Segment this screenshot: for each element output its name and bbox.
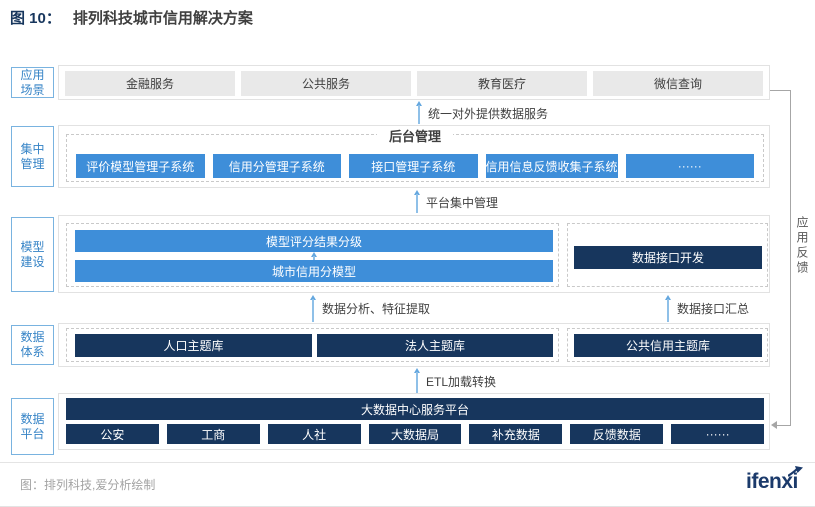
source-box-feedback-data: 反馈数据	[570, 424, 664, 444]
ifenxi-logo-text: ifenxi	[746, 470, 798, 493]
scenario-box-public: 公共服务	[241, 71, 411, 96]
section-central-management: 后台管理 评价模型管理子系统 信用分管理子系统 接口管理子系统 信用信息反馈收集…	[58, 125, 770, 188]
source-box-police: 公安	[66, 424, 159, 444]
subsystem-feedback-collect: 信用信息反馈收集子系统	[485, 154, 618, 178]
side-label-line: 数据	[20, 330, 45, 344]
footer-divider	[0, 462, 815, 463]
model-group: 模型评分结果分级 城市信用分模型	[66, 223, 559, 287]
subsystem-row: 评价模型管理子系统 信用分管理子系统 接口管理子系统 信用信息反馈收集子系统 ·…	[67, 135, 763, 184]
source-box-supplement-data: 补充数据	[469, 424, 563, 444]
arrow-line	[312, 299, 314, 322]
section-model-building: 模型评分结果分级 城市信用分模型 数据接口开发	[58, 215, 770, 293]
arrowhead-icon	[416, 101, 422, 106]
side-label-central-mgmt: 集中 管理	[11, 126, 54, 187]
legal-entity-theme-db-box: 法人主题库	[317, 334, 553, 357]
theme-db-group-left: 人口主题库 法人主题库	[66, 328, 559, 362]
source-box-more-dots: ······	[671, 424, 765, 444]
backend-management-title: 后台管理	[376, 126, 454, 145]
side-label-line: 体系	[20, 345, 45, 359]
side-label-data-platform: 数据 平台	[11, 398, 54, 455]
side-label-line: 数据	[20, 411, 45, 426]
section-data-system: 人口主题库 法人主题库 公共信用主题库	[58, 323, 770, 367]
subsystem-more-dots: ······	[625, 154, 755, 178]
source-box-industry-commerce: 工商	[166, 424, 260, 444]
side-label-line: 管理	[20, 156, 45, 171]
up-arrow-icon	[311, 252, 317, 260]
arrowhead-icon	[665, 295, 671, 300]
source-caption: 图：排列科技,爱分析绘制	[20, 478, 156, 492]
arrow-line	[416, 194, 418, 213]
feedback-vertical-label: 应用反馈	[795, 216, 809, 276]
arrow-label-interface-summary: 数据接口汇总	[677, 302, 750, 316]
feedback-line-top	[770, 90, 791, 91]
section-application-scenarios: 金融服务 公共服务 教育医疗 微信查询	[58, 65, 770, 100]
logo-swoosh-arrow-icon	[787, 466, 803, 477]
big-data-center-platform-box: 大数据中心服务平台	[66, 398, 764, 420]
arrow-label-platform-mgmt: 平台集中管理	[426, 196, 499, 210]
subsystem-credit-score: 信用分管理子系统	[212, 154, 341, 178]
arrow-line	[313, 256, 315, 260]
arrowhead-icon	[311, 252, 317, 257]
arrow-line	[418, 105, 420, 124]
arrow-line	[416, 372, 418, 393]
source-box-human-resources: 人社	[267, 424, 361, 444]
figure-title: 图 10： 排列科技城市信用解决方案	[10, 7, 253, 28]
side-label-data-system: 数据 体系	[11, 325, 54, 365]
arrowhead-icon	[414, 368, 420, 373]
side-label-application: 应用 场景	[11, 67, 54, 98]
interface-dev-group: 数据接口开发	[567, 223, 768, 287]
side-label-line: 模型	[20, 239, 45, 254]
public-credit-theme-db-box: 公共信用主题库	[574, 334, 762, 357]
data-source-row: 公安 工商 人社 大数据局 补充数据 反馈数据 ······	[59, 424, 771, 444]
up-arrow-icon	[310, 295, 316, 322]
scenario-row: 金融服务 公共服务 教育医疗 微信查询	[59, 66, 769, 101]
side-label-line: 建设	[20, 254, 45, 269]
scenario-box-edu-medical: 教育医疗	[417, 71, 587, 96]
left-arrowhead-icon	[771, 421, 777, 429]
source-box-big-data-bureau: 大数据局	[368, 424, 462, 444]
scenario-box-wechat: 微信查询	[593, 71, 763, 96]
up-arrow-icon	[416, 101, 422, 124]
side-label-line: 平台	[20, 426, 45, 441]
side-label-line: 应用	[20, 67, 45, 82]
up-arrow-icon	[414, 368, 420, 393]
up-arrow-icon	[665, 295, 671, 322]
side-label-line: 集中	[20, 141, 45, 156]
section-data-platform: 大数据中心服务平台 公安 工商 人社 大数据局 补充数据 反馈数据 ······	[58, 393, 770, 450]
side-label-line: 场景	[20, 82, 45, 97]
subsystem-interface: 接口管理子系统	[349, 154, 478, 178]
model-result-grading-box: 模型评分结果分级	[75, 230, 553, 252]
feedback-line-bottom	[777, 425, 791, 426]
arrow-label-etl: ETL加载转换	[426, 375, 497, 389]
arrow-line	[667, 299, 669, 322]
theme-db-group-right: 公共信用主题库	[567, 328, 768, 362]
up-arrow-icon	[414, 190, 420, 213]
figure-number: 图 10：	[10, 10, 61, 27]
population-theme-db-box: 人口主题库	[75, 334, 312, 357]
city-credit-model-box: 城市信用分模型	[75, 260, 553, 282]
ifenxi-logo: ifenxi	[746, 466, 803, 494]
arrowhead-icon	[310, 295, 316, 300]
subsystem-eval-model: 评价模型管理子系统	[76, 154, 205, 178]
side-label-model-build: 模型 建设	[11, 217, 54, 292]
arrowhead-icon	[414, 190, 420, 195]
page-title: 排列科技城市信用解决方案	[72, 10, 253, 27]
backend-management-group: 后台管理 评价模型管理子系统 信用分管理子系统 接口管理子系统 信用信息反馈收集…	[66, 126, 764, 184]
arrow-label-data-service: 统一对外提供数据服务	[428, 107, 549, 121]
arrow-label-feature-extract: 数据分析、特征提取	[322, 302, 431, 316]
scenario-box-finance: 金融服务	[65, 71, 235, 96]
feedback-line-vertical	[790, 90, 791, 426]
data-interface-dev-box: 数据接口开发	[574, 246, 762, 269]
